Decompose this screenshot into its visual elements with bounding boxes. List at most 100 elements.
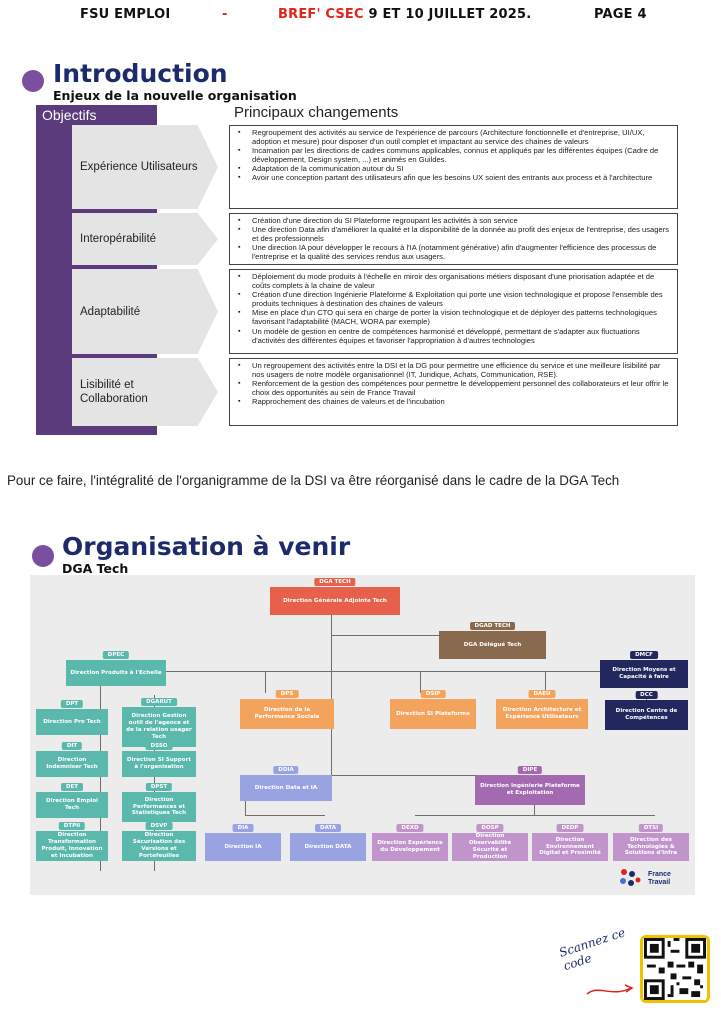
node-label: Direction de la Performance Sociale	[254, 707, 320, 720]
connector-line	[265, 671, 266, 693]
node-code: DATA	[315, 824, 341, 832]
section-bullet-icon	[22, 70, 44, 92]
france-travail-brand: France Travail	[648, 871, 671, 886]
objective-arrow-lisibilite: Lisibilité et Collaboration	[72, 358, 218, 426]
node-code: DOSP	[476, 824, 504, 832]
change-item: Adaptation de la communication autour du…	[236, 164, 671, 173]
header-dash: -	[222, 7, 228, 22]
node-label: Direction Transformation Produit, Innova…	[41, 832, 103, 859]
change-item: Déploiement du mode produits à l'échelle…	[236, 272, 671, 290]
qr-code[interactable]	[640, 935, 710, 1003]
connector-line	[286, 775, 534, 776]
node-dexd: DEXD Direction Expérience du Développeme…	[372, 824, 448, 861]
node-dps: DPS Direction de la Performance Sociale	[240, 690, 334, 729]
node-label: Direction Produits à l'Echelle	[70, 669, 162, 676]
change-item: Rapprochement des chaines de valeurs et …	[236, 397, 671, 406]
node-dit: DIT Direction Indemniser Tech	[36, 742, 108, 777]
node-code: DEXD	[396, 824, 424, 832]
node-label: Direction Gestion outil de l'agence et d…	[126, 713, 192, 740]
objective-label: Lisibilité et Collaboration	[80, 379, 148, 405]
change-item: Avoir une conception partant des utilisa…	[236, 173, 671, 182]
objectives-header: Objectifs	[42, 107, 97, 123]
france-travail-logo-icon	[620, 869, 641, 886]
qr-caption: Scannez ce code	[557, 925, 627, 974]
connector-line	[245, 797, 246, 815]
node-code: DTPII	[58, 822, 86, 830]
change-item: Création d'une direction Ingénierie Plat…	[236, 290, 671, 308]
node-dia: DIA Direction IA	[205, 824, 281, 861]
node-label: Direction Générale Adjointe Tech	[283, 597, 387, 604]
node-label: Direction des Technologies & Solutions d…	[624, 836, 678, 857]
node-dga-tech: DGA TECH Direction Générale Adjointe Tec…	[270, 578, 400, 615]
org-chart: DGA TECH Direction Générale Adjointe Tec…	[30, 575, 695, 895]
node-code: DET	[60, 783, 84, 791]
connector-line	[115, 671, 682, 672]
node-dpst: DPST Direction Performances et Statistiq…	[122, 783, 196, 822]
node-code: DTSI	[638, 824, 664, 832]
node-label: Direction Sécurisation des Versions et P…	[132, 832, 186, 859]
node-dgarut: DGARUT Direction Gestion outil de l'agen…	[122, 698, 196, 747]
node-dsvp: DSVP Direction Sécurisation des Versions…	[122, 822, 196, 861]
objective-arrow-interop: Interopérabilité	[72, 213, 218, 265]
node-code: DPST	[145, 783, 173, 791]
node-code: DDIA	[273, 766, 299, 774]
node-code: DIT	[61, 742, 83, 750]
intro-subtitle: Enjeux de la nouvelle organisation	[53, 88, 297, 103]
node-dpec: DPEC Direction Produits à l'Echelle	[66, 651, 166, 686]
objective-arrow-ux: Expérience Utilisateurs	[72, 125, 218, 209]
changes-box-lisibilite: Un regroupement des activités entre la D…	[229, 358, 678, 426]
node-dpt: DPT Direction Pro Tech	[36, 700, 108, 735]
node-dtpii: DTPII Direction Transformation Produit, …	[36, 822, 108, 861]
org-subtitle: DGA Tech	[62, 561, 129, 576]
node-code: DSSO	[145, 742, 173, 750]
node-label: Direction Moyens et Capacité à faire	[612, 667, 676, 680]
node-label: Direction Environnement Digital et Proxi…	[539, 836, 601, 857]
node-code: DPS	[275, 690, 299, 698]
header-edition: BREF' CSEC 9 ET 10 JUILLET 2025.	[278, 7, 531, 22]
node-label: Direction Expérience du Développement	[377, 840, 443, 853]
change-item: Une direction Data afin d'améliorer la q…	[236, 225, 671, 243]
node-label: Direction Architecture et Expérience Uti…	[502, 707, 582, 720]
node-dsip: DSIP Direction SI Plateforme	[390, 690, 476, 729]
node-code: DCC	[635, 691, 658, 699]
node-code: DPEC	[102, 651, 130, 659]
change-item: Un modèle de gestion en centre de compét…	[236, 327, 671, 345]
node-dosp: DOSP Direction Observabilité Sécurité et…	[452, 824, 528, 861]
section-bullet-icon	[32, 545, 54, 567]
node-data: DATA Direction DATA	[290, 824, 366, 861]
node-label: Direction Pro Tech	[43, 718, 101, 725]
node-label: Direction IA	[224, 843, 262, 850]
node-code: DAEU	[528, 690, 556, 698]
connector-line	[331, 615, 332, 671]
header-page-number: PAGE 4	[594, 7, 647, 22]
body-sentence: Pour ce faire, l'intégralité de l'organi…	[7, 473, 620, 488]
node-label: Direction Ingénierie Plateforme et Explo…	[480, 783, 580, 796]
connector-line	[545, 671, 546, 693]
change-item: Incarnation par les directions de cadres…	[236, 146, 671, 164]
node-code: DEDP	[556, 824, 584, 832]
changes-box-interop: Création d'une direction du SI Plateform…	[229, 213, 678, 265]
node-dedp: DEDP Direction Environnement Digital et …	[532, 824, 608, 861]
node-det: DET Direction Emploi Tech	[36, 783, 108, 818]
changes-box-adapt: Déploiement du mode produits à l'échelle…	[229, 269, 678, 354]
node-code: DMCF	[630, 651, 658, 659]
changes-header: Principaux changements	[234, 104, 399, 121]
qr-code-icon	[644, 938, 706, 1000]
connector-line	[420, 671, 421, 693]
connector-line	[534, 797, 535, 815]
node-label: Direction Centre de Compétences	[615, 708, 678, 721]
connector-line	[245, 815, 325, 816]
connector-line	[331, 635, 439, 636]
node-code: DSVP	[145, 822, 173, 830]
node-dcc: DCC Direction Centre de Compétences	[605, 691, 688, 730]
node-code: DIPE	[517, 766, 543, 774]
node-code: DGA TECH	[314, 578, 356, 586]
objective-label: Expérience Utilisateurs	[80, 161, 198, 173]
node-label: Direction Indemniser Tech	[46, 757, 98, 770]
change-item: Création d'une direction du SI Plateform…	[236, 216, 671, 225]
node-dsso: DSSO Direction SI Support à l'organisati…	[122, 742, 196, 777]
node-dtsi: DTSI Direction des Technologies & Soluti…	[613, 824, 689, 861]
objective-arrow-adapt: Adaptabilité	[72, 269, 218, 354]
node-label: Direction Observabilité Sécurité et Prod…	[468, 833, 512, 860]
node-label: Direction Emploi Tech	[45, 798, 99, 811]
